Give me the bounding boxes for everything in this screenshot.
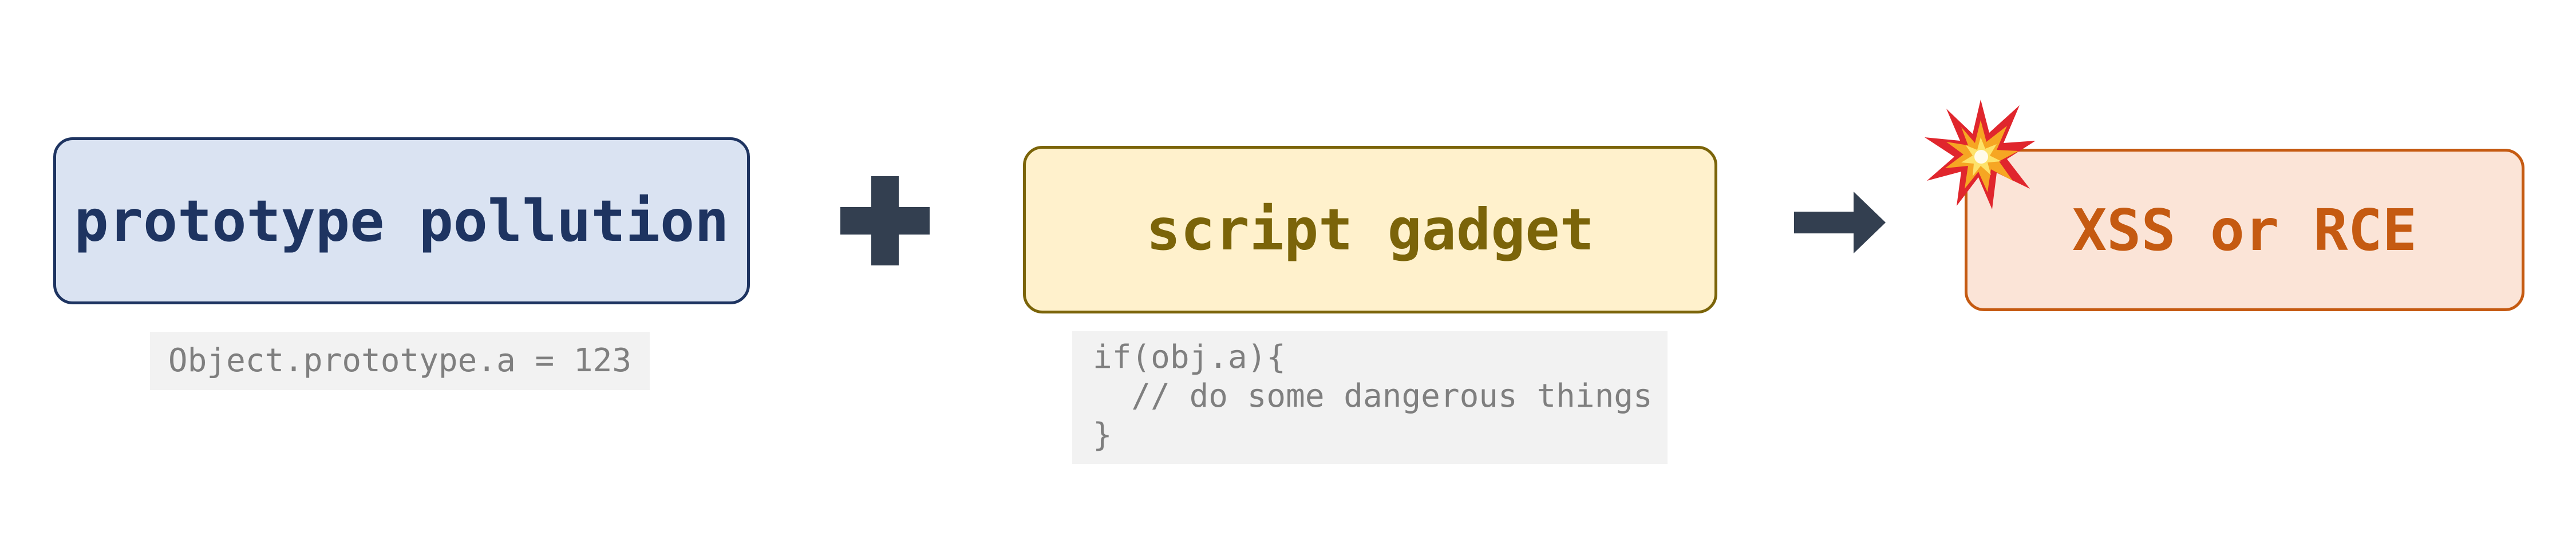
gadget-code-line: if(obj.a){ bbox=[1093, 339, 1286, 376]
arrow-right-icon bbox=[1794, 192, 1886, 253]
collision-icon bbox=[1925, 100, 2036, 209]
xss-or-rce-label: XSS or RCE bbox=[2072, 196, 2417, 264]
xss-or-rce-box: XSS or RCE bbox=[1965, 149, 2524, 311]
prototype-pollution-label: prototype pollution bbox=[74, 187, 729, 255]
prototype-pollution-box: prototype pollution bbox=[53, 137, 750, 304]
plus-icon bbox=[840, 176, 930, 265]
script-gadget-label: script gadget bbox=[1146, 196, 1594, 263]
gadget-code-line: // do some dangerous things bbox=[1093, 378, 1653, 415]
pollution-code-snippet: Object.prototype.a = 123 bbox=[150, 332, 650, 390]
gadget-code-line: } bbox=[1093, 416, 1112, 454]
script-gadget-box: script gadget bbox=[1023, 146, 1717, 313]
pollution-code-line: Object.prototype.a = 123 bbox=[168, 342, 632, 379]
gadget-code-snippet: if(obj.a){ // do some dangerous things} bbox=[1072, 331, 1668, 464]
